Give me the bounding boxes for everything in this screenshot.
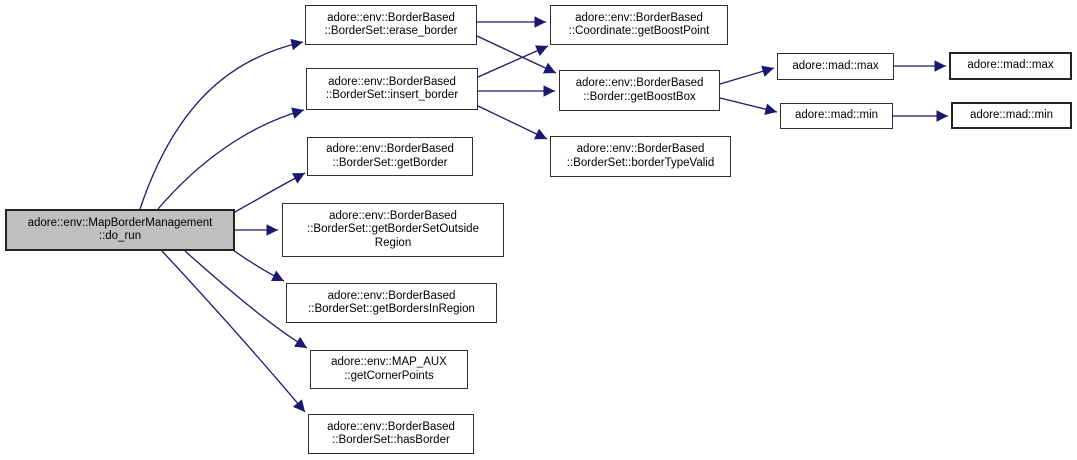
- edge-insert-border-boost-point: [477, 45, 549, 78]
- node-mad-max-callee[interactable]: adore::mad::max: [949, 52, 1072, 80]
- edge-do-run-in-region: [232, 249, 285, 282]
- edge-do-run-corner-points: [184, 250, 308, 349]
- edge-boost-box-mad-max: [719, 65, 775, 85]
- node-border-type-valid[interactable]: adore::env::BorderBased ::BorderSet::bor…: [550, 136, 731, 177]
- edge-do-run-erase-border: [139, 38, 304, 210]
- node-do-run[interactable]: adore::env::MapBorderManagement ::do_run: [5, 209, 235, 251]
- edge-do-run-get-border: [234, 172, 306, 213]
- edge-erase-border-boost-box: [476, 35, 557, 74]
- node-mad-min-callee[interactable]: adore::mad::min: [951, 102, 1072, 129]
- node-get-borders-in-region[interactable]: adore::env::BorderBased ::BorderSet::get…: [286, 283, 497, 323]
- node-get-boost-box[interactable]: adore::env::BorderBased ::Border::getBoo…: [559, 70, 720, 111]
- node-erase-border[interactable]: adore::env::BorderBased ::BorderSet::era…: [305, 5, 477, 45]
- node-get-boost-point[interactable]: adore::env::BorderBased ::Coordinate::ge…: [550, 5, 728, 45]
- edge-do-run-insert-border: [157, 107, 305, 210]
- node-get-corner-points[interactable]: adore::env::MAP_AUX ::getCornerPoints: [310, 350, 468, 389]
- edge-do-run-has-border: [161, 250, 306, 413]
- node-mad-min-caller[interactable]: adore::mad::min: [780, 103, 893, 129]
- node-has-border[interactable]: adore::env::BorderBased ::BorderSet::has…: [308, 414, 474, 454]
- node-get-border[interactable]: adore::env::BorderBased ::BorderSet::get…: [307, 137, 473, 176]
- edge-insert-border-type-valid: [477, 105, 548, 140]
- node-insert-border[interactable]: adore::env::BorderBased ::BorderSet::ins…: [306, 68, 478, 110]
- node-get-border-set-outside-region[interactable]: adore::env::BorderBased ::BorderSet::get…: [282, 203, 504, 257]
- node-mad-max-caller[interactable]: adore::mad::max: [777, 53, 894, 80]
- edge-boost-box-mad-min: [719, 97, 778, 115]
